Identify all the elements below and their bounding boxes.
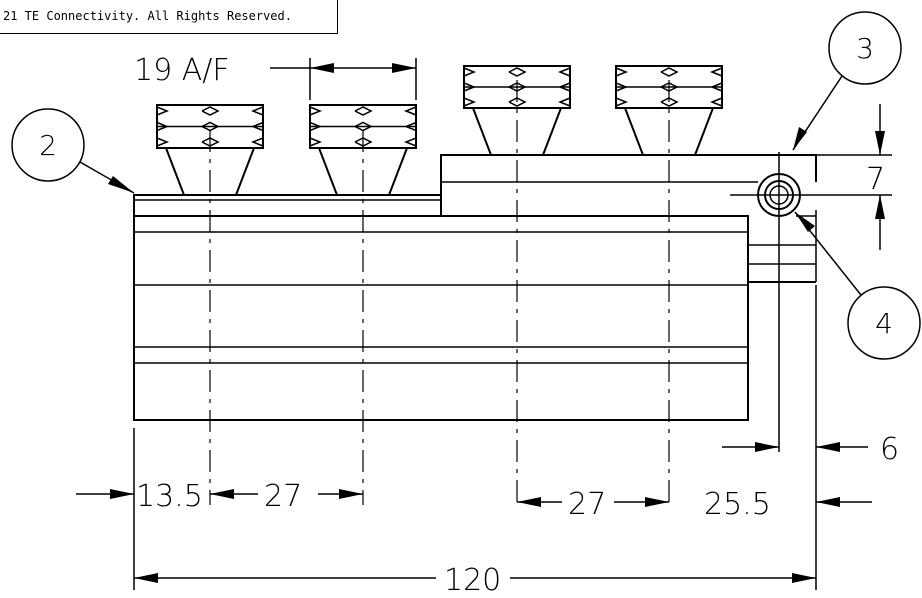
balloon-2: 2 — [11, 108, 135, 194]
center-lines — [209, 80, 670, 505]
hex-nut — [156, 104, 264, 196]
main-body — [133, 215, 749, 421]
dim-right-offset: 25.5 — [704, 487, 771, 522]
hex-nut — [309, 104, 417, 196]
balloon-3: 3 — [792, 11, 902, 151]
left-strip — [133, 194, 442, 216]
dimension-lines — [76, 63, 885, 583]
dim-hex-af: 19 A/F — [134, 53, 230, 88]
dim-height: 7 — [866, 162, 885, 197]
dim-side-gap: 6 — [880, 432, 899, 467]
right-block — [440, 154, 817, 283]
dim-overall: 120 — [444, 563, 501, 598]
balloon-3-label: 3 — [856, 32, 874, 65]
balloon-2-label: 2 — [39, 129, 57, 162]
extension-lines — [133, 58, 892, 590]
dim-left-offset: 13.5 — [136, 479, 203, 514]
copyright-notice: 21 TE Connectivity. All Rights Reserved. — [0, 0, 338, 34]
balloon-4: 4 — [794, 211, 921, 360]
dim-pitch-left: 27 — [264, 479, 302, 514]
balloon-4-label: 4 — [875, 307, 893, 340]
hex-nuts — [156, 65, 723, 196]
dim-pitch-right: 27 — [568, 487, 606, 522]
